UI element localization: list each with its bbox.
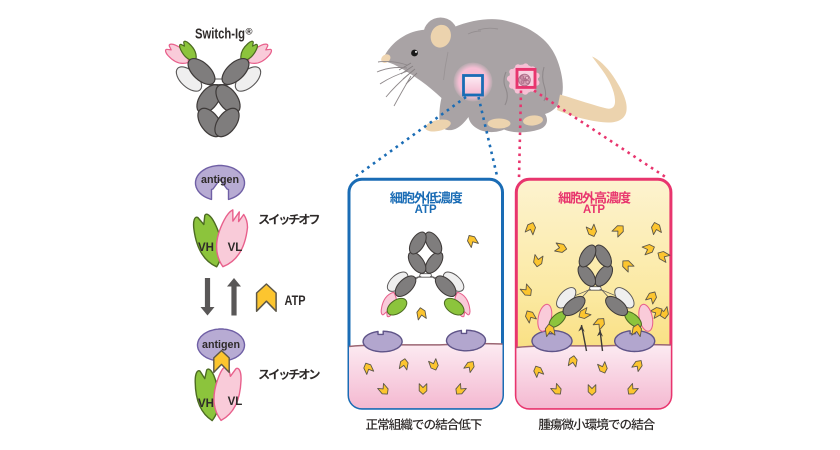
svg-text:VH: VH [198, 242, 214, 254]
svg-text:Switch-Ig: Switch-Ig [195, 27, 245, 43]
svg-text:®: ® [246, 27, 253, 38]
svg-text:VL: VL [228, 242, 243, 254]
svg-text:ATP: ATP [285, 293, 306, 308]
svg-text:VH: VH [198, 398, 214, 410]
svg-text:antigen: antigen [201, 174, 239, 186]
svg-text:VL: VL [228, 396, 243, 408]
svg-text:antigen: antigen [202, 339, 240, 351]
svg-text:ATP: ATP [415, 204, 437, 216]
svg-text:ATP: ATP [583, 204, 605, 216]
